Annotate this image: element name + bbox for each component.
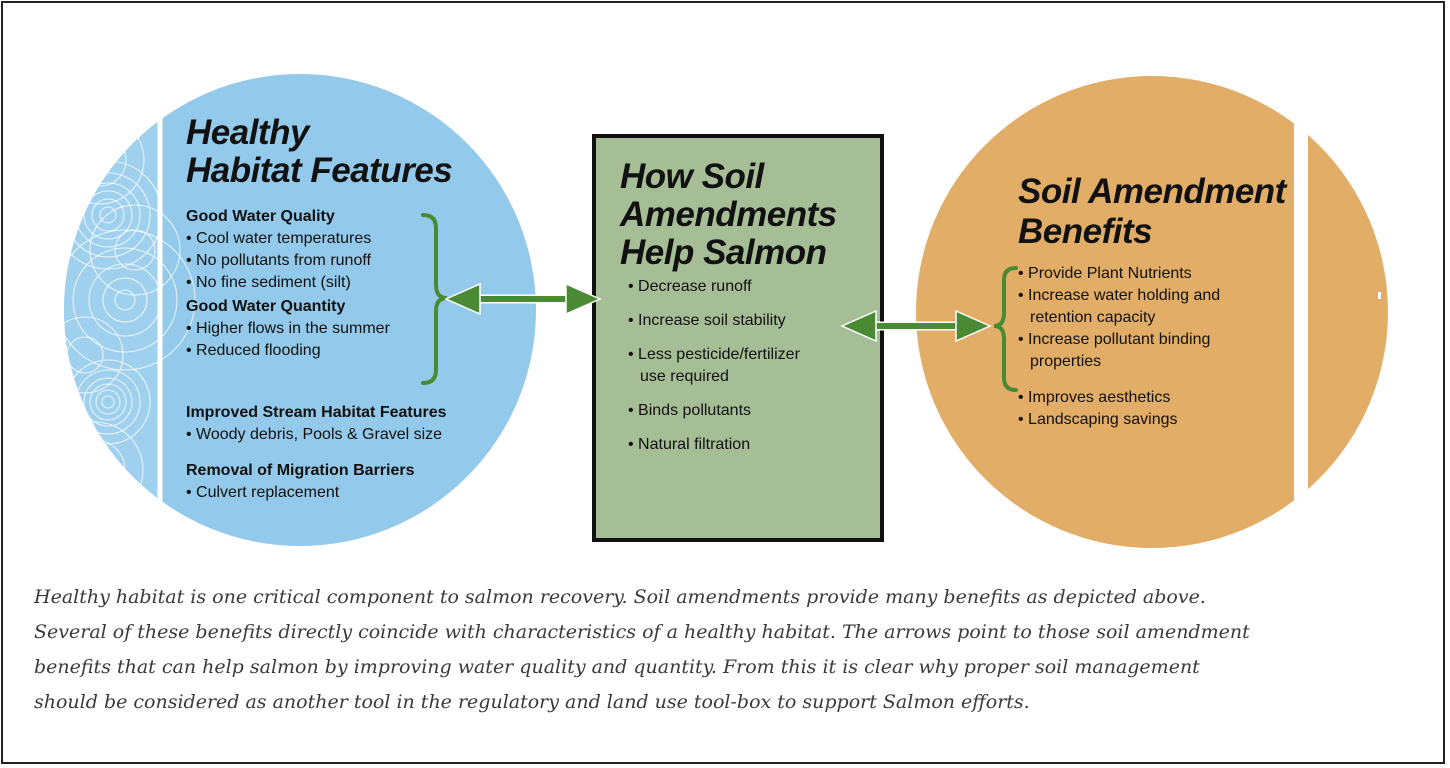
soil-amendment-benefits-title: Soil Amendment Benefits [1018, 172, 1286, 252]
right-circle [916, 76, 1388, 548]
right-circle-divider [1294, 76, 1308, 548]
list-item-continuation: use required [640, 368, 729, 385]
list-item: • Higher flows in the summer [186, 320, 390, 337]
right-double-arrow [840, 309, 992, 343]
list-item: • Less pesticide/fertilizer [628, 346, 800, 363]
list-item: • Binds pollutants [628, 402, 752, 419]
caption-line: Several of these benefits directly coinc… [34, 621, 1250, 643]
list-item: • Woody debris, Pools & Gravel size [186, 426, 443, 443]
section-heading: Good Water Quantity [186, 298, 346, 315]
list-item: • Improves aesthetics [1018, 389, 1171, 406]
list-item: • Increase soil stability [628, 312, 786, 329]
list-item: • No pollutants from runoff [186, 252, 371, 269]
list-item: • Landscaping savings [1018, 411, 1178, 428]
list-item-continuation: properties [1030, 353, 1102, 370]
soil-amendment-benefits-list: • Provide Plant Nutrients • Increase wat… [1018, 263, 1220, 431]
list-item: • Decrease runoff [628, 278, 752, 295]
list-item: • Natural filtration [628, 436, 751, 453]
habitat-section-water-quality: Good Water Quality • Cool water temperat… [186, 206, 371, 294]
right-brace [993, 266, 1018, 392]
caption-line: benefits that can help salmon by improvi… [34, 656, 1200, 678]
left-circle [64, 74, 536, 546]
list-item-continuation: retention capacity [1030, 309, 1156, 326]
left-double-arrow [444, 282, 602, 316]
section-heading: Improved Stream Habitat Features [186, 404, 447, 421]
center-box-list: • Decrease runoff • Increase soil stabil… [628, 276, 800, 456]
list-item: • Culvert replacement [186, 484, 340, 501]
center-box-title-line2: Amendments [620, 195, 837, 234]
center-box [592, 134, 884, 542]
list-item: • Cool water temperatures [186, 230, 372, 247]
list-item: • No fine sediment (silt) [186, 274, 351, 291]
habitat-section-water-quantity: Good Water Quantity • Higher flows in th… [186, 296, 390, 362]
soil-amendment-title-line2: Benefits [1018, 212, 1153, 251]
healthy-habitat-title: Healthy Habitat Features [186, 113, 453, 190]
healthy-habitat-title-line1: Healthy [186, 113, 309, 152]
center-box-title: How Soil Amendments Help Salmon [620, 158, 837, 272]
section-heading: Good Water Quality [186, 208, 335, 225]
soil-amendment-title-line1: Soil Amendment [1018, 172, 1286, 211]
caption-line: should be considered as another tool in … [34, 691, 1030, 713]
figure-caption: Healthy habitat is one critical componen… [34, 580, 1424, 720]
habitat-section-stream-features: Improved Stream Habitat Features • Woody… [186, 402, 447, 446]
list-item: • Reduced flooding [186, 342, 321, 359]
center-box-title-line1: How Soil [620, 157, 764, 196]
section-heading: Removal of Migration Barriers [186, 462, 415, 479]
center-box-title-line3: Help Salmon [620, 233, 827, 272]
list-item: • Increase pollutant binding [1018, 331, 1211, 348]
list-item: • Increase water holding and [1018, 287, 1221, 304]
list-item: • Provide Plant Nutrients [1018, 265, 1192, 282]
caption-line: Healthy habitat is one critical componen… [34, 586, 1206, 608]
healthy-habitat-title-line2: Habitat Features [186, 151, 453, 190]
habitat-section-migration-barriers: Removal of Migration Barriers • Culvert … [186, 460, 415, 504]
